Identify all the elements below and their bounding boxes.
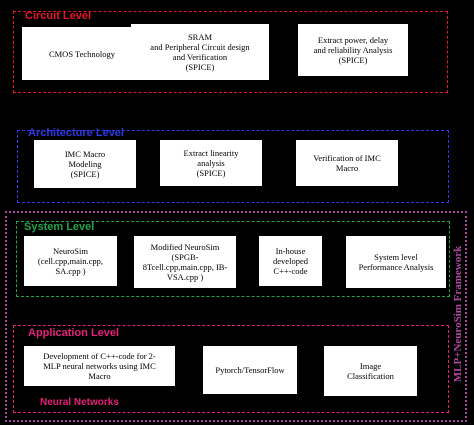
application-level-frame [13, 325, 449, 413]
framework-label: MLP+NeuroSim Framework [452, 245, 464, 383]
pytorch-tensorflow-label: Pytorch/TensorFlow [215, 365, 285, 375]
framework-frame [5, 211, 467, 422]
system-level-frame [16, 221, 450, 297]
cmos-technology-box: CMOS Technology [22, 27, 142, 80]
architecture-level-frame [17, 130, 449, 203]
cpp-mlp-development-label: Development of C++-code for 2-MLP neural… [43, 351, 156, 381]
modified-neurosim-label: Modified NeuroSim(SPGB-8Tcell.cpp,main.c… [142, 242, 228, 282]
cmos-technology-label: CMOS Technology [48, 48, 116, 59]
neural-networks-label: Neural Networks [40, 397, 119, 408]
circuit-level-title: Circuit Level [25, 10, 92, 22]
cpp-mlp-development-box: Development of C++-code for 2-MLP neural… [24, 346, 175, 386]
architecture-level-title: Architecture Level [28, 127, 124, 139]
circuit-level-frame [13, 11, 448, 93]
neurosim-box: NeuroSim(cell.cpp,main.cpp,SA.cpp ) [24, 236, 117, 286]
application-level-title: Application Level [28, 327, 120, 339]
pytorch-tensorflow-box: Pytorch/TensorFlow [203, 346, 297, 394]
neurosim-label: NeuroSim(cell.cpp,main.cpp,SA.cpp ) [37, 246, 104, 276]
modified-neurosim-box: Modified NeuroSim(SPGB-8Tcell.cpp,main.c… [134, 236, 236, 288]
system-level-title: System Level [24, 221, 95, 233]
